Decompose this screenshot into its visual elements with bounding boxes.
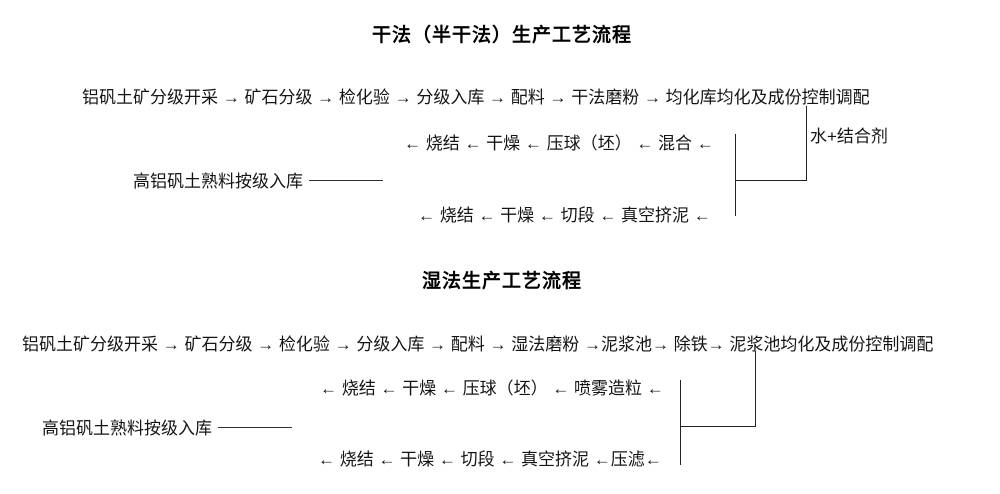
dry-water-binder-note: 水+结合剂 (810, 127, 888, 146)
wet-process-row-3: 高铝矾土熟料按级入库 (42, 417, 292, 441)
dry-connector-vertical-right (806, 106, 807, 181)
wet-connector-vertical-right (755, 351, 756, 427)
wet-connector-horizontal (680, 426, 756, 427)
dry-process-output-label: 高铝矾土熟料按级入库 (133, 172, 303, 191)
dry-connector-horizontal (735, 180, 807, 181)
dry-connector-vertical-left (735, 134, 736, 216)
wet-connector-vertical-left (680, 380, 681, 465)
wet-process-output-label: 高铝矾土熟料按级入库 (42, 419, 212, 438)
wet-output-connector-line (218, 427, 292, 429)
dry-process-row-4: ← 烧结 ← 干燥 ← 切段 ← 真空挤泥 ← (418, 206, 711, 225)
dry-process-row-1: 铝矾土矿分级开采 → 矿石分级 → 检化验 → 分级入库 → 配料 → 干法磨粉… (82, 88, 870, 107)
dry-output-connector-line (309, 180, 383, 182)
dry-process-row-3: 高铝矾土熟料按级入库 (133, 170, 383, 194)
dry-process-row-2: ← 烧结 ← 干燥 ← 压球（坯） ← 混合 ← (404, 134, 714, 153)
dry-process-title: 干法（半干法）生产工艺流程 (372, 25, 633, 46)
wet-process-title: 湿法生产工艺流程 (422, 271, 583, 292)
wet-process-row-2: ← 烧结 ← 干燥 ← 压球（坯） ← 喷雾造粒 ← (320, 379, 664, 398)
wet-process-row-1: 铝矾土矿分级开采 → 矿石分级 → 检化验 → 分级入库 → 配料 → 湿法磨粉… (22, 335, 934, 354)
wet-process-row-4: ← 烧结 ← 干燥 ← 切段 ← 真空挤泥 ←压滤← (318, 450, 662, 469)
